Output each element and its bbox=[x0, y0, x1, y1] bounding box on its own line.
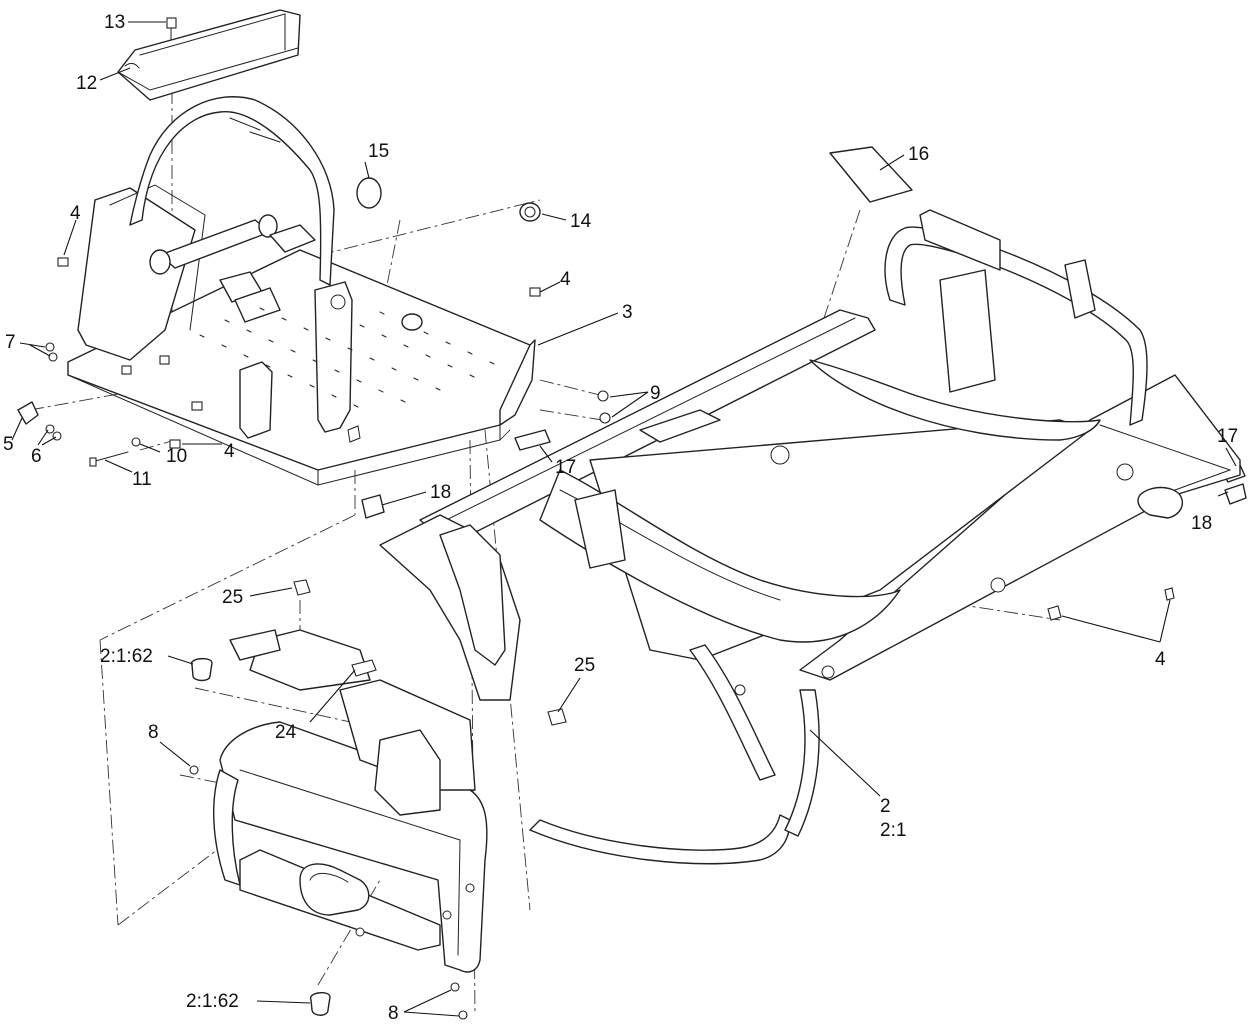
callout-labels: 13 12 15 16 14 4 4 3 7 9 5 6 10 4 17 11 … bbox=[3, 12, 1238, 1024]
callout-4-left: 4 bbox=[70, 203, 81, 224]
leader-lines bbox=[11, 21, 1237, 1017]
callout-8-bottom: 8 bbox=[388, 1003, 399, 1024]
callout-11: 11 bbox=[132, 469, 152, 490]
callout-15: 15 bbox=[368, 141, 389, 162]
callout-14: 14 bbox=[570, 211, 592, 232]
callout-7: 7 bbox=[5, 332, 16, 353]
main-frame bbox=[213, 209, 1241, 973]
callout-8-left: 8 bbox=[148, 722, 159, 743]
callout-17-deck: 17 bbox=[555, 457, 576, 478]
callout-4-frame: 4 bbox=[1155, 649, 1166, 670]
plug-and-grommet bbox=[356, 177, 541, 331]
callout-10: 10 bbox=[166, 446, 187, 467]
decals bbox=[361, 146, 1247, 519]
callout-12: 12 bbox=[76, 73, 97, 94]
callout-24: 24 bbox=[275, 722, 297, 743]
loose-hardware bbox=[189, 579, 1175, 1020]
callout-16: 16 bbox=[908, 144, 929, 165]
fasteners bbox=[17, 342, 611, 467]
callout-6: 6 bbox=[31, 446, 42, 467]
top-channel-bracket bbox=[117, 9, 301, 101]
callout-2-1-62-lower: 2:1:62 bbox=[186, 991, 239, 1012]
callout-2: 2 bbox=[880, 796, 891, 817]
callout-4-lower: 4 bbox=[224, 441, 235, 462]
callout-13: 13 bbox=[104, 12, 125, 33]
callout-18-deck: 18 bbox=[430, 482, 451, 503]
callout-2-1-62-upper: 2:1:62 bbox=[100, 646, 153, 667]
callout-4-deck: 4 bbox=[560, 269, 571, 290]
callout-25-right: 25 bbox=[574, 655, 595, 676]
callout-17-rear: 17 bbox=[1217, 426, 1238, 447]
upper-platform-deck bbox=[57, 96, 541, 486]
callout-2-1: 2:1 bbox=[880, 820, 906, 841]
callout-5: 5 bbox=[3, 434, 14, 455]
callout-3: 3 bbox=[622, 302, 633, 323]
callout-25-left: 25 bbox=[222, 587, 243, 608]
callout-9: 9 bbox=[650, 383, 661, 404]
callout-18-rear: 18 bbox=[1191, 513, 1212, 534]
